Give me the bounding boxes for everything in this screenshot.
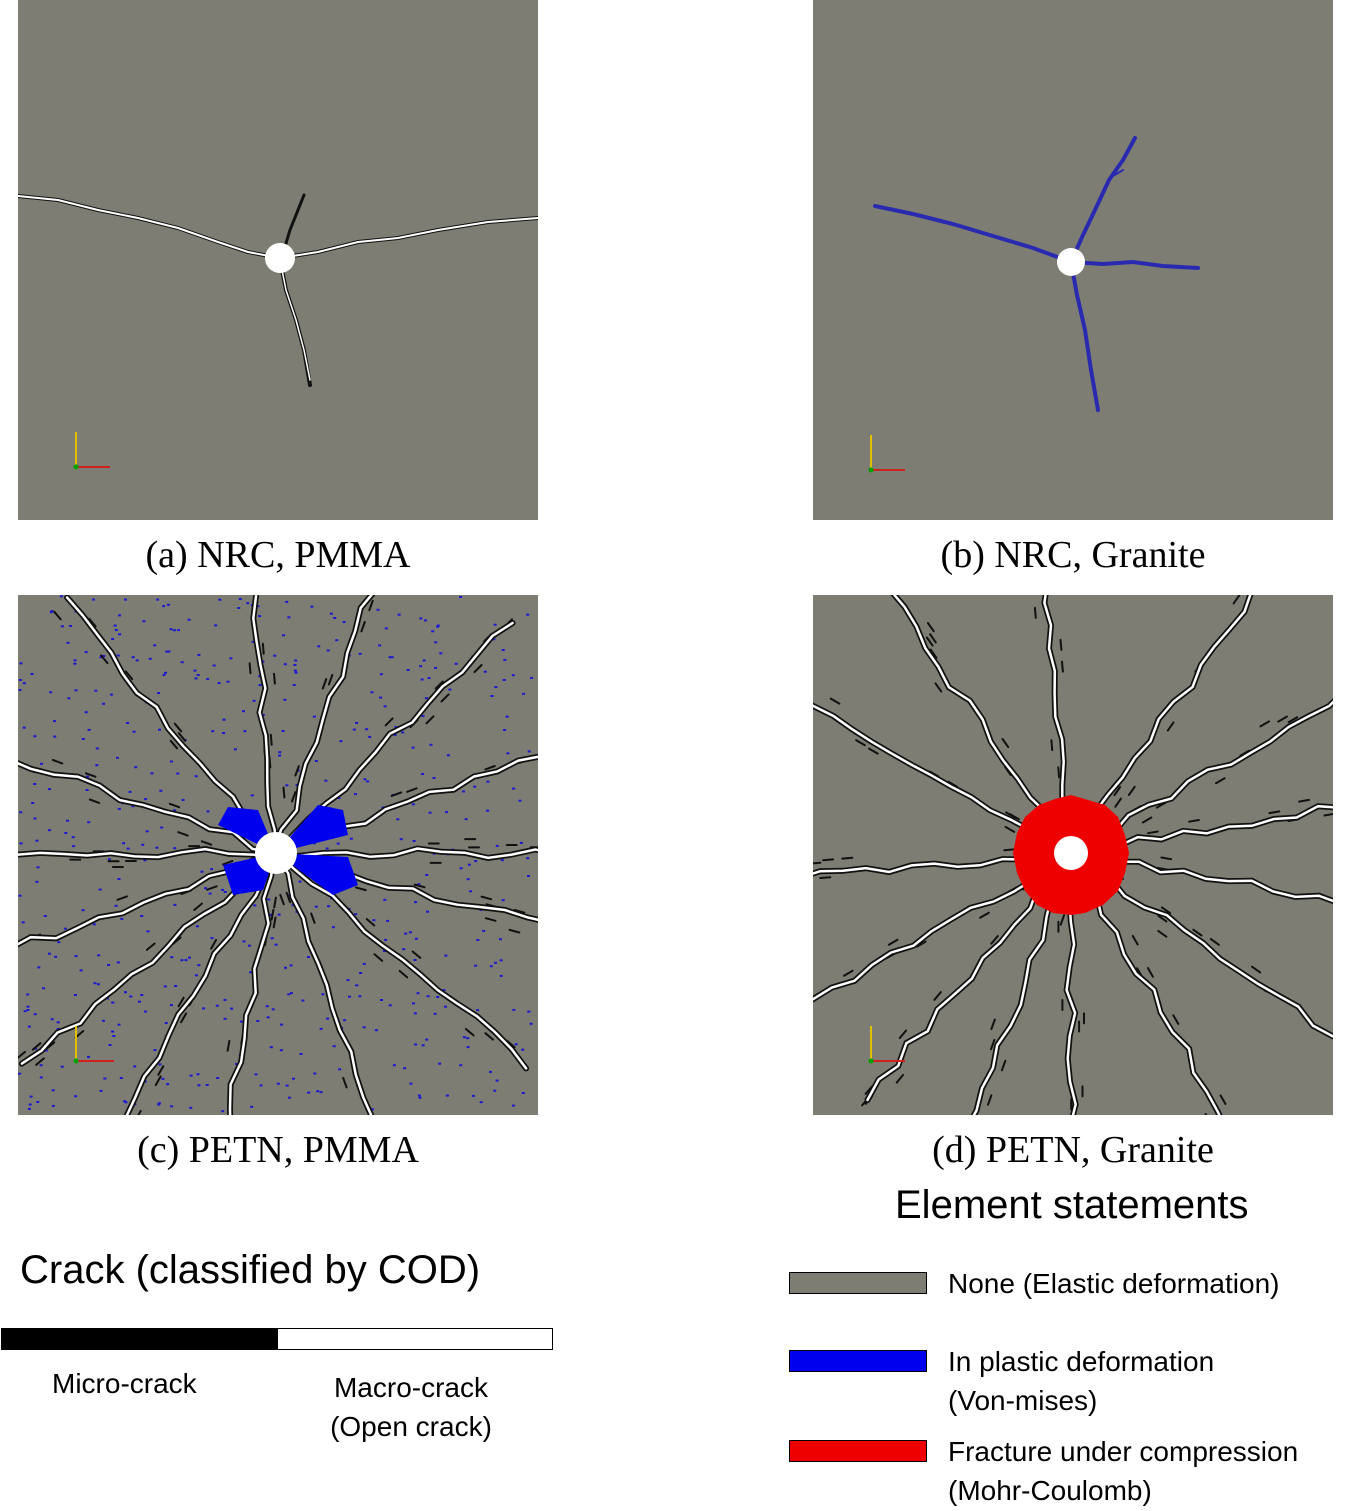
panel-petn-pmma — [18, 595, 538, 1115]
borehole — [255, 832, 297, 874]
plastic-label-line1: In plastic deformation — [948, 1346, 1215, 1377]
micro-crack-swatch — [2, 1329, 278, 1349]
caption-a: (a) NRC, PMMA — [145, 534, 411, 576]
micro-crack-label: Micro-crack — [52, 1368, 197, 1399]
panel-nrc-pmma — [18, 0, 538, 520]
fracture-swatch — [789, 1440, 927, 1462]
elastic-swatch — [789, 1272, 927, 1294]
panel-petn-granite — [813, 595, 1333, 1115]
caption-c: (c) PETN, PMMA — [137, 1129, 419, 1171]
axes-icon — [73, 1026, 114, 1064]
crack-legend-title: Crack (classified by COD) — [20, 1248, 481, 1292]
plastic-swatch — [789, 1350, 927, 1372]
panel-a-drawing — [18, 193, 538, 470]
panel-d-drawing — [813, 595, 1333, 1115]
fracture-label-line1: Fracture under compression — [948, 1436, 1299, 1467]
elastic-label: None (Elastic deformation) — [948, 1264, 1279, 1303]
axes-icon — [868, 435, 905, 473]
crack-legend-bar — [1, 1328, 553, 1350]
axes-icon — [73, 432, 110, 470]
macro-crack-label: Macro-crack (Open crack) — [300, 1368, 522, 1446]
caption-b: (b) NRC, Granite — [940, 534, 1206, 576]
element-legend-title: Element statements — [895, 1183, 1249, 1227]
plastic-label: In plastic deformation (Von-mises) — [948, 1342, 1214, 1420]
panel-nrc-granite — [813, 0, 1333, 520]
borehole — [1057, 248, 1085, 276]
macro-crack-label-line2: (Open crack) — [330, 1411, 492, 1442]
fracture-label-line2: (Mohr-Coulomb) — [948, 1475, 1152, 1506]
plastic-label-line2: (Von-mises) — [948, 1385, 1098, 1416]
crack-network — [873, 136, 1200, 412]
axes-icon — [868, 1026, 905, 1064]
elastic-label-line1: None (Elastic deformation) — [948, 1268, 1280, 1299]
panel-c-drawing — [18, 595, 538, 1115]
borehole — [265, 243, 295, 273]
fracture-label: Fracture under compression (Mohr-Coulomb… — [948, 1432, 1298, 1510]
crack-network — [18, 193, 538, 387]
panel-b-drawing — [868, 136, 1200, 473]
caption-d: (d) PETN, Granite — [932, 1129, 1214, 1171]
borehole — [1054, 836, 1088, 870]
macro-crack-label-line1: Macro-crack — [333, 1372, 488, 1403]
